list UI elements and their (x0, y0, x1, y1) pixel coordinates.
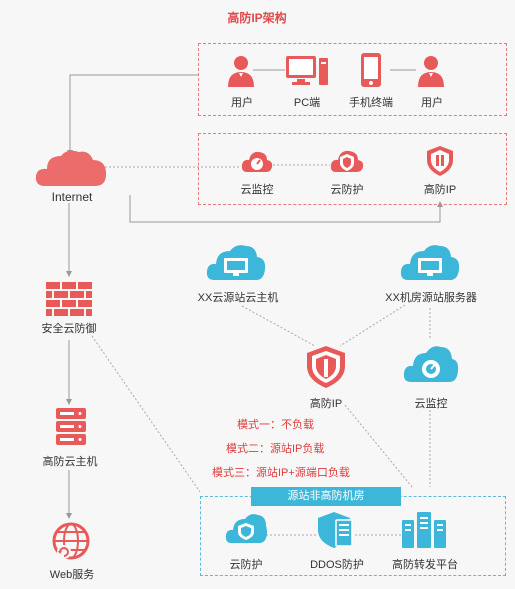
user-label: 用户 (421, 97, 443, 109)
bottom-cloud-protect-label: 云防护 (229, 559, 263, 571)
bottom-cloud-protect-icon (225, 514, 267, 543)
shield-icon (427, 146, 453, 176)
internet-cloud-icon (35, 150, 107, 186)
ddos-icon (318, 512, 353, 548)
user-label: 用户 (231, 97, 253, 109)
globe-icon (52, 522, 90, 560)
xx-cloud-label: XX云源站云主机 (197, 292, 279, 304)
users-box (198, 43, 507, 116)
cloud-monitor-label: 云监控 (240, 184, 274, 196)
cloud-monitor-blue-icon (403, 346, 459, 382)
forward-platform-icon (402, 512, 446, 548)
cloud-monitor-icon (241, 151, 273, 172)
middle-high-ip-label: 高防IP (309, 398, 343, 410)
mobile-icon (361, 53, 381, 87)
cloud-protect-icon (330, 150, 364, 172)
high-ip-shield-icon (307, 346, 345, 388)
services-box (198, 133, 507, 205)
internet-label: Internet (51, 190, 93, 204)
web-label: Web服务 (49, 569, 95, 581)
host-label: 高防云主机 (42, 456, 98, 468)
xx-room-label: XX机房源站服务器 (385, 292, 477, 304)
mobile-label: 手机终端 (349, 97, 393, 109)
user-icon (418, 56, 444, 87)
mode-one: 模式一：不负载 (237, 419, 314, 431)
pc-icon (286, 56, 328, 85)
non-protected-room-bar: 源站非高防机房 (251, 487, 401, 506)
user-icon (228, 56, 254, 87)
mode-two: 模式二：源站IP负载 (226, 443, 325, 455)
firewall-label: 安全云防御 (41, 323, 97, 335)
mode-three: 模式三：源站IP+源端口负载 (212, 467, 350, 479)
middle-cloud-monitor-label: 云监控 (414, 398, 448, 410)
room-server-icon (400, 245, 460, 280)
forward-platform-label: 高防转发平台 (392, 559, 458, 571)
pc-label: PC端 (293, 97, 321, 109)
server-icon (56, 408, 86, 445)
cloud-protect-label: 云防护 (330, 184, 364, 196)
high-ip-label: 高防IP (423, 184, 457, 196)
firewall-icon (46, 282, 92, 316)
ddos-label: DDOS防护 (310, 559, 364, 571)
cloud-host-icon (206, 245, 266, 280)
diagram-title: 高防IP架构 (227, 11, 287, 25)
